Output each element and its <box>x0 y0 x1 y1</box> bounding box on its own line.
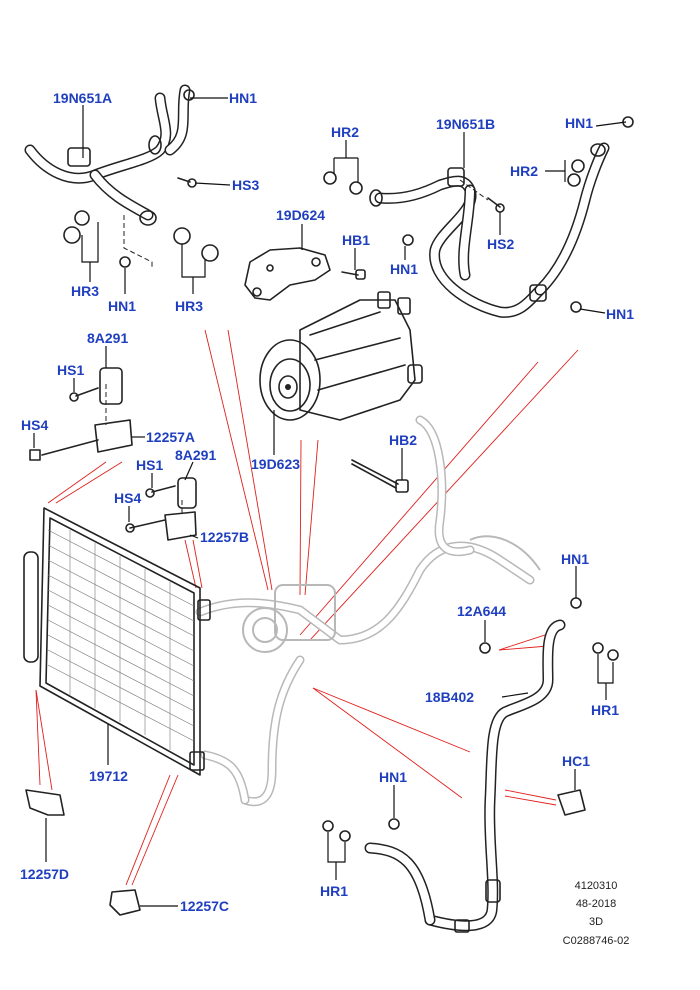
callout-hr2-right: HR2 <box>510 163 538 179</box>
callout-hr1-right: HR1 <box>591 702 619 718</box>
callout-12257C: 12257C <box>180 898 229 914</box>
callout-hr3-right: HR3 <box>175 298 203 314</box>
callout-hr3-left: HR3 <box>71 283 99 299</box>
callout-12257B: 12257B <box>200 529 249 545</box>
compressor-19D623 <box>259 291 423 421</box>
bracket-12257C <box>109 889 141 916</box>
callout-hb2: HB2 <box>389 432 417 448</box>
callout-19712: 19712 <box>89 768 128 784</box>
callout-hs3: HS3 <box>232 177 259 193</box>
bolt-HB1 <box>341 269 366 280</box>
bolt-HB2 <box>351 459 409 493</box>
bracket-12257D <box>25 789 65 816</box>
bracket-19D624 <box>244 247 331 301</box>
callout-hr1-bottom: HR1 <box>320 883 348 899</box>
bracket-12257A <box>29 367 133 461</box>
callout-19N651A: 19N651A <box>53 90 112 106</box>
hose-19N651A <box>24 84 191 226</box>
callout-hr2-left: HR2 <box>331 124 359 140</box>
leader-lines <box>33 97 627 907</box>
pipe-18B402 <box>364 619 566 933</box>
callout-hn1-bottom: HN1 <box>379 769 407 785</box>
bracket-12257B <box>125 477 197 541</box>
callout-hs2: HS2 <box>487 236 514 252</box>
condenser-19712 <box>23 507 211 776</box>
callout-12A644: 12A644 <box>457 603 506 619</box>
callout-hs1-upper: HS1 <box>57 362 84 378</box>
callout-19N651B: 19N651B <box>436 116 495 132</box>
reference-line-4: C0288746-02 <box>563 935 630 947</box>
reference-line-3: 3D <box>589 916 603 928</box>
callout-hb1: HB1 <box>342 232 370 248</box>
callout-hn1-top-left: HN1 <box>229 90 257 106</box>
reference-lines <box>35 329 579 886</box>
callout-hs1-lower: HS1 <box>136 457 163 473</box>
callout-hn1-top-right: HN1 <box>565 115 593 131</box>
callout-8A291-upper: 8A291 <box>87 330 128 346</box>
callout-19D624: 19D624 <box>276 207 325 223</box>
hose-19N651B <box>369 142 610 318</box>
callout-8A291-lower: 8A291 <box>175 447 216 463</box>
ghost-routing <box>195 415 541 807</box>
callout-hs4-upper: HS4 <box>21 417 48 433</box>
callout-hn1-hose-b: HN1 <box>390 261 418 277</box>
diagram-reference-block: 4120310 48-2018 3D C0288746-02 <box>563 880 630 947</box>
callout-labels: 19N651A HN1 HS3 HR3 HN1 HR3 HR2 19N651B … <box>20 90 634 914</box>
callout-hc1: HC1 <box>562 753 590 769</box>
callout-18B402: 18B402 <box>425 689 474 705</box>
callout-hn1-hose-b-end: HN1 <box>606 306 634 322</box>
callout-19D623: 19D623 <box>251 456 300 472</box>
callout-hs4-lower: HS4 <box>114 490 141 506</box>
callout-12257A: 12257A <box>146 429 195 445</box>
reference-line-2: 48-2018 <box>576 898 616 910</box>
callout-hn1-pipe: HN1 <box>561 551 589 567</box>
callout-hn1-hose-a: HN1 <box>108 298 136 314</box>
callout-12257D: 12257D <box>20 866 69 882</box>
reference-line-1: 4120310 <box>575 880 618 892</box>
assembly-lines <box>105 179 489 515</box>
